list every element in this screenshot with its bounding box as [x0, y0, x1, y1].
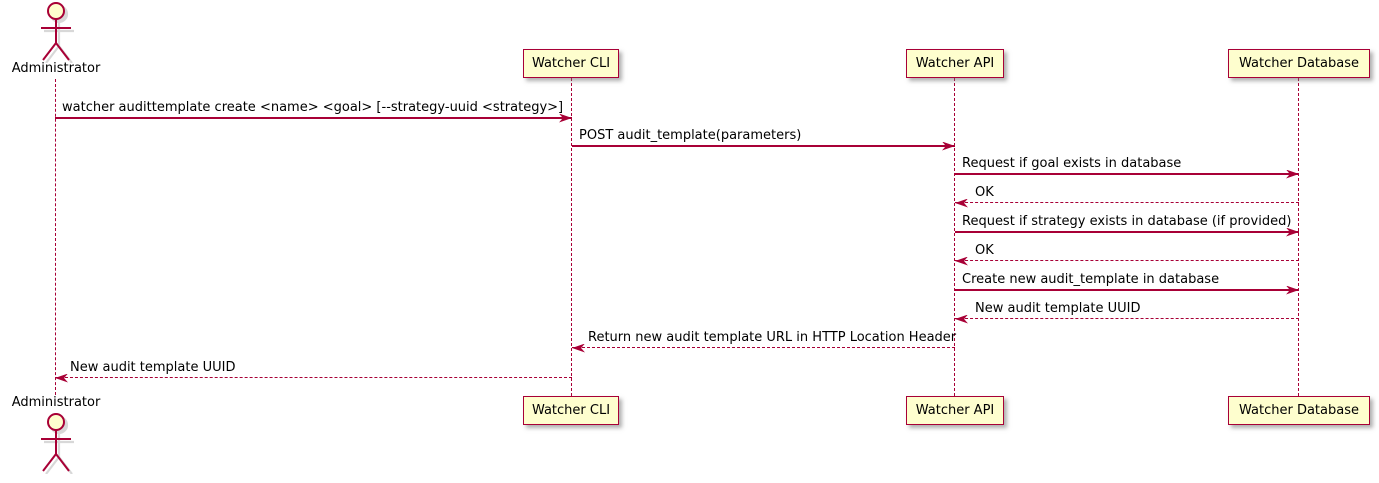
lifeline-administrator — [55, 79, 56, 395]
actor-label-top: Administrator — [11, 61, 101, 76]
arrowhead-left-icon — [955, 198, 968, 208]
message-line — [955, 260, 1299, 261]
message-line — [955, 202, 1299, 203]
message-label: Return new audit template URL in HTTP Lo… — [588, 330, 957, 345]
participant-watcher-database-top: Watcher Database — [1228, 49, 1370, 78]
lifeline-watcher-api — [954, 78, 955, 396]
message-line — [572, 347, 955, 348]
message-line — [955, 318, 1299, 319]
lifeline-watcher-database — [1298, 78, 1299, 396]
participant-watcher-cli-top: Watcher CLI — [523, 49, 619, 78]
actor-icon — [41, 2, 74, 63]
participant-watcher-cli-bottom: Watcher CLI — [523, 396, 619, 425]
message-label: Request if goal exists in database — [962, 156, 1182, 171]
message-label: Create new audit_template in database — [962, 272, 1220, 287]
message-line — [55, 117, 572, 119]
message-label: Request if strategy exists in database (… — [962, 214, 1292, 229]
message-label: OK — [975, 185, 994, 200]
message-label: New audit template UUID — [70, 360, 236, 375]
arrowhead-right-icon — [1286, 169, 1299, 179]
message-line — [55, 377, 572, 378]
arrowhead-left-icon — [955, 314, 968, 324]
message-line — [955, 173, 1299, 175]
message-label: watcher audittemplate create <name> <goa… — [62, 100, 564, 115]
lifeline-watcher-cli — [571, 78, 572, 396]
arrowhead-right-icon — [559, 113, 572, 123]
participant-watcher-api-bottom: Watcher API — [906, 396, 1004, 425]
arrowhead-left-icon — [955, 256, 968, 266]
actor-icon — [41, 413, 74, 474]
message-line — [572, 145, 955, 147]
participant-watcher-api-top: Watcher API — [906, 49, 1004, 78]
actor-label-bottom: Administrator — [11, 395, 101, 410]
arrowhead-left-icon — [55, 373, 68, 383]
arrowhead-left-icon — [572, 343, 585, 353]
arrowhead-right-icon — [942, 141, 955, 151]
message-label: OK — [975, 243, 994, 258]
message-line — [955, 289, 1299, 291]
arrowhead-right-icon — [1286, 285, 1299, 295]
arrowhead-right-icon — [1286, 227, 1299, 237]
message-line — [955, 231, 1299, 233]
message-label: New audit template UUID — [975, 301, 1141, 316]
participant-watcher-database-bottom: Watcher Database — [1228, 396, 1370, 425]
message-label: POST audit_template(parameters) — [579, 128, 802, 143]
